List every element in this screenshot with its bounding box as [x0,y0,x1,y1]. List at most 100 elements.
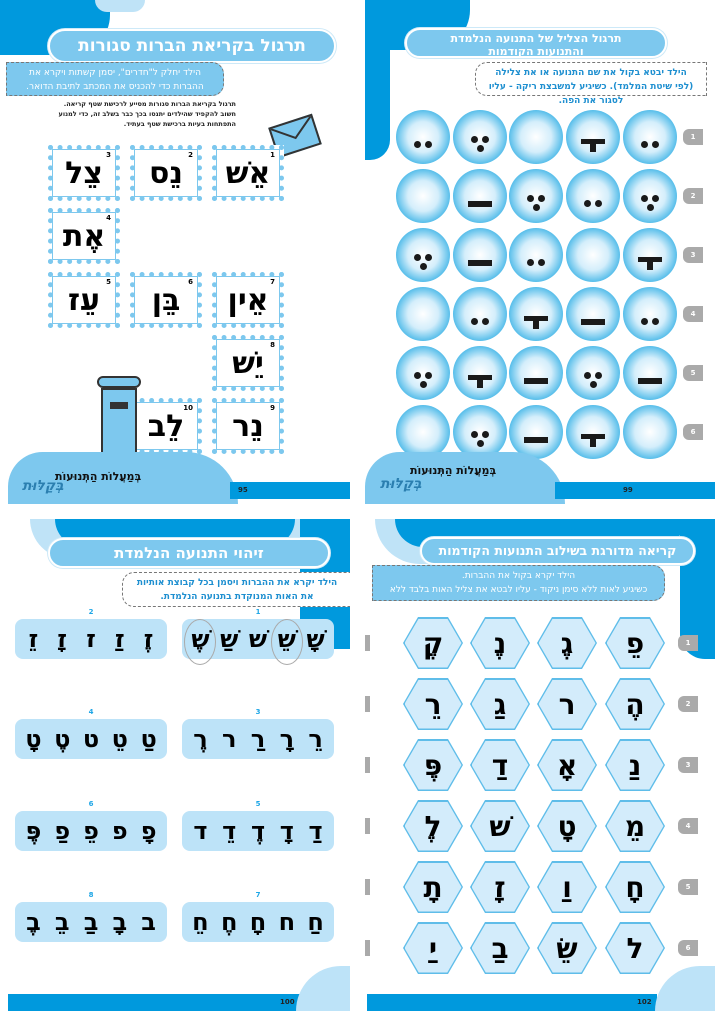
vowel-circle-patach[interactable] [623,346,677,400]
letter-syllable[interactable]: דָ [279,817,294,845]
letter-syllable[interactable]: זַ [115,625,125,653]
letter-syllable[interactable]: ב [141,908,156,936]
letter-hexagon[interactable]: נֶ [470,617,530,669]
letter-syllable[interactable]: דַ [308,817,323,845]
letter-syllable[interactable]: רֶ [193,725,208,753]
letter-syllable[interactable]: בָ [112,908,128,936]
vowel-circle-segol[interactable] [623,169,677,223]
vowel-circle-segol[interactable] [566,346,620,400]
letter-syllable[interactable]: חַ [307,908,324,936]
letter-hexagon[interactable]: בַ [470,922,530,974]
letter-hexagon[interactable]: קֶ [403,617,463,669]
letter-syllable[interactable]: שַׁ [220,625,239,653]
letter-hexagon[interactable]: ל [605,922,665,974]
letter-hexagon[interactable]: שֵׂ [537,922,597,974]
letter-hexagon[interactable]: רֵ [403,678,463,730]
letter-syllable[interactable]: בֶ [26,908,41,936]
vowel-circle-tsere[interactable] [396,110,450,164]
vowel-circle-segol[interactable] [453,405,507,459]
letter-hexagon[interactable]: נַ [605,739,665,791]
letter-syllable[interactable]: ד [193,817,208,845]
letter-syllable[interactable]: חֶ [220,908,238,936]
letter-hexagon[interactable]: וַ [537,861,597,913]
letter-syllable[interactable]: פ [111,817,128,845]
vowel-circle-patach[interactable] [509,346,563,400]
vowel-circle-none[interactable] [566,228,620,282]
letter-syllable[interactable]: דֶ [250,817,266,845]
letter-syllable[interactable]: פַ [54,817,71,845]
letter-syllable[interactable]: זֶ [143,625,154,653]
vowel-circle-kamatz[interactable] [623,228,677,282]
letter-syllable[interactable]: בֵ [54,908,70,936]
letter-syllable[interactable]: ז [86,625,96,653]
letter-syllable[interactable]: בַ [83,908,99,936]
letter-syllable[interactable]: טַ [140,725,157,753]
letter-hexagon[interactable]: פֶּ [403,739,463,791]
letter-syllable[interactable]: רַ [250,725,266,753]
vowel-circle-patach[interactable] [509,405,563,459]
letter-hexagon[interactable]: תָ [403,861,463,913]
vowel-circle-none[interactable] [396,169,450,223]
vowel-circle-patach[interactable] [566,287,620,341]
letter-hexagon[interactable]: זָ [470,861,530,913]
letter-syllable[interactable]: שָׁ [306,625,325,653]
letter-hexagon[interactable]: מֵ [605,800,665,852]
vowel-circle-none[interactable] [396,405,450,459]
letter-syllable[interactable]: פָ [140,817,157,845]
letter-hexagon[interactable]: טָ [537,800,597,852]
vowel-circle-none[interactable] [396,287,450,341]
letter-syllable[interactable]: רָ [279,725,295,753]
letter-hexagon[interactable]: פֵ [605,617,665,669]
vowel-circle-tsere[interactable] [453,287,507,341]
letter-syllable[interactable]: ר [221,725,237,753]
vowel-circle-tsere[interactable] [623,287,677,341]
letter-hexagon[interactable]: לֶ [403,800,463,852]
letter-syllable[interactable]: ח [278,908,296,936]
letter-syllable[interactable]: זֵ [28,625,39,653]
vowel-circle-segol[interactable] [396,346,450,400]
letter-syllable[interactable]: פֶּ [25,817,42,845]
letter-hexagon[interactable]: גֶ [537,617,597,669]
letter-hexagon[interactable]: יַ [403,922,463,974]
letter-hexagon[interactable]: ר [537,678,597,730]
letter-syllable[interactable]: ט [82,725,100,753]
letter-syllable[interactable]: שׁ [248,625,268,653]
letter-syllable[interactable]: חָ [249,908,267,936]
vowel-circle-tsere[interactable] [623,110,677,164]
letter-syllable[interactable]: רֵ [308,725,323,753]
vowel-circle-patach[interactable] [453,228,507,282]
letter-syllable[interactable]: דֵ [222,817,237,845]
letter-hexagon[interactable]: אָ [537,739,597,791]
letter-syllable[interactable]: טֵ [111,725,128,753]
vowel-circle-kamatz[interactable] [453,346,507,400]
letter-syllable[interactable]: זָ [57,625,68,653]
letter-hexagon[interactable]: דַ [470,739,530,791]
vowel-circle-none[interactable] [623,405,677,459]
letter-hexagon[interactable]: גַ [470,678,530,730]
vowel-circle-segol[interactable] [396,228,450,282]
vowel-circle-patach[interactable] [453,169,507,223]
vowel-circle-none[interactable] [509,110,563,164]
vowel-circle-tsere[interactable] [509,228,563,282]
vowel-circle-tsere[interactable] [566,169,620,223]
letter-syllable[interactable]: שֶׁ [184,619,217,665]
vowel-circle-segol[interactable] [509,169,563,223]
letter-syllable[interactable]: שֵׁ [270,619,303,665]
letter-hexagon[interactable]: הֶ [605,678,665,730]
letter-hexagon[interactable]: חָ [605,861,665,913]
letter-syllable[interactable]: חֵ [192,908,209,936]
letter-syllable[interactable]: פֵ [83,817,99,845]
letter-syllable[interactable]: טָ [25,725,42,753]
vowel-circle-segol[interactable] [453,110,507,164]
vowel-circle-kamatz[interactable] [566,405,620,459]
vowel-circle-kamatz[interactable] [566,110,620,164]
